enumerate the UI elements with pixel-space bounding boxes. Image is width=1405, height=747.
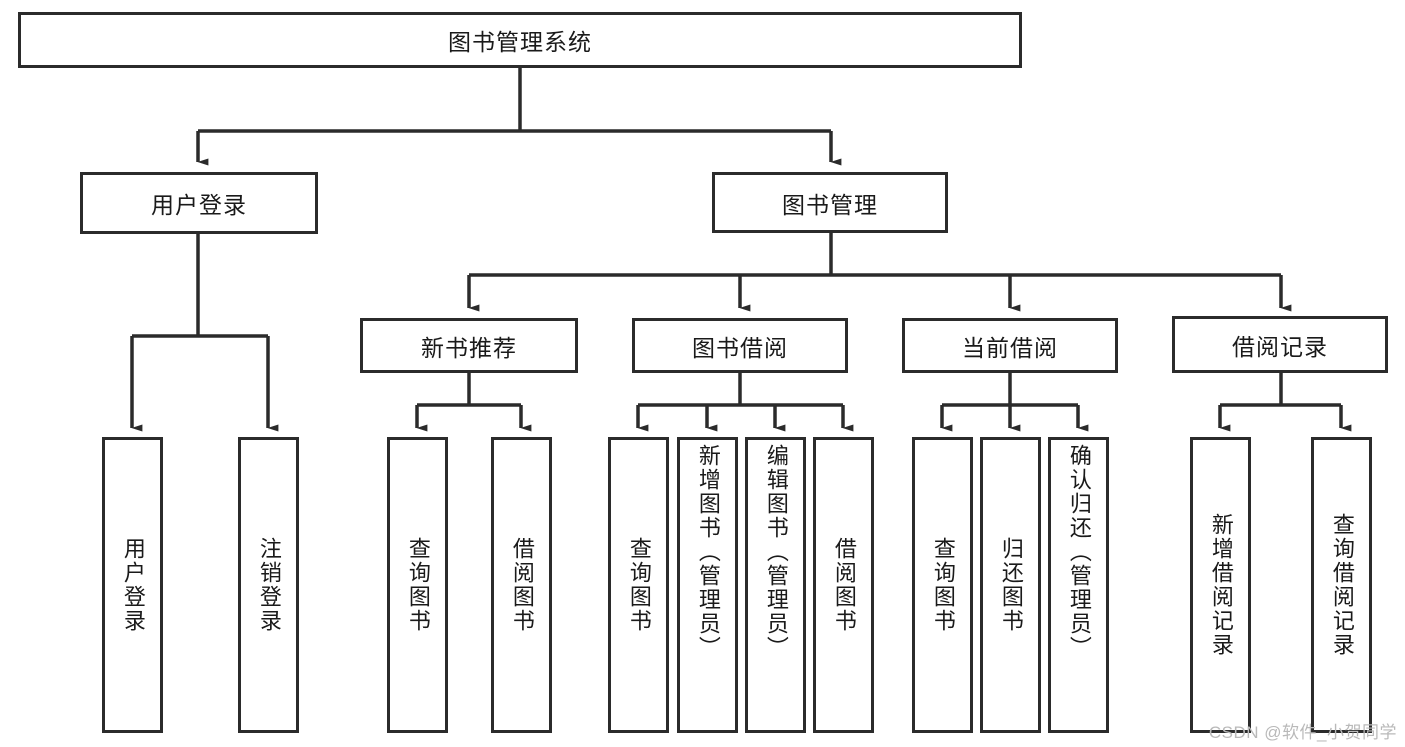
node-borrow-record[interactable]: 借阅记录 xyxy=(1172,316,1388,373)
leaf-label: 新增借阅记录 xyxy=(1208,513,1234,657)
leaf-label: 确认归还（管理员） xyxy=(1066,444,1092,660)
node-user-login[interactable]: 用户登录 xyxy=(80,172,318,234)
leaf-label: 新增图书（管理员） xyxy=(695,444,721,660)
leaf-label: 编辑图书（管理员） xyxy=(763,444,789,660)
node-label: 图书管理系统 xyxy=(448,29,592,55)
leaf-edit-book[interactable]: 编辑图书（管理员） xyxy=(745,437,806,733)
leaf-label: 查询图书 xyxy=(626,537,652,633)
node-book-management[interactable]: 图书管理 xyxy=(712,172,948,233)
node-label: 借阅记录 xyxy=(1232,333,1328,360)
leaf-label: 注销登录 xyxy=(256,537,282,633)
leaf-return-book[interactable]: 归还图书 xyxy=(980,437,1041,733)
leaf-user-login[interactable]: 用户登录 xyxy=(102,437,163,733)
leaf-query-book-current[interactable]: 查询图书 xyxy=(912,437,973,733)
leaf-borrow-book-recommend[interactable]: 借阅图书 xyxy=(491,437,552,733)
node-system-root[interactable]: 图书管理系统 xyxy=(18,12,1022,68)
leaf-label: 查询图书 xyxy=(930,537,956,633)
leaf-label: 查询图书 xyxy=(405,537,431,633)
leaf-add-book[interactable]: 新增图书（管理员） xyxy=(677,437,738,733)
leaf-add-borrow-record[interactable]: 新增借阅记录 xyxy=(1190,437,1251,733)
leaf-label: 查询借阅记录 xyxy=(1329,513,1355,657)
leaf-borrow-book[interactable]: 借阅图书 xyxy=(813,437,874,733)
leaf-logout-login[interactable]: 注销登录 xyxy=(238,437,299,733)
node-label: 用户登录 xyxy=(151,192,247,218)
leaf-query-borrow-record[interactable]: 查询借阅记录 xyxy=(1311,437,1372,733)
node-new-book-recommend[interactable]: 新书推荐 xyxy=(360,318,578,373)
leaf-label: 用户登录 xyxy=(120,537,146,633)
node-label: 新书推荐 xyxy=(421,334,517,361)
leaf-label: 借阅图书 xyxy=(831,537,857,633)
leaf-query-book-recommend[interactable]: 查询图书 xyxy=(387,437,448,733)
leaf-query-book-borrow[interactable]: 查询图书 xyxy=(608,437,669,733)
node-label: 当前借阅 xyxy=(962,334,1058,361)
node-label: 图书管理 xyxy=(782,191,878,218)
watermark-text: CSDN @软件_小贺同学 xyxy=(1208,723,1397,742)
node-label: 图书借阅 xyxy=(692,334,788,361)
leaf-label: 借阅图书 xyxy=(509,537,535,633)
leaf-confirm-return[interactable]: 确认归还（管理员） xyxy=(1048,437,1109,733)
leaf-label: 归还图书 xyxy=(998,537,1024,633)
node-book-borrow[interactable]: 图书借阅 xyxy=(632,318,848,373)
node-current-borrow[interactable]: 当前借阅 xyxy=(902,318,1118,373)
